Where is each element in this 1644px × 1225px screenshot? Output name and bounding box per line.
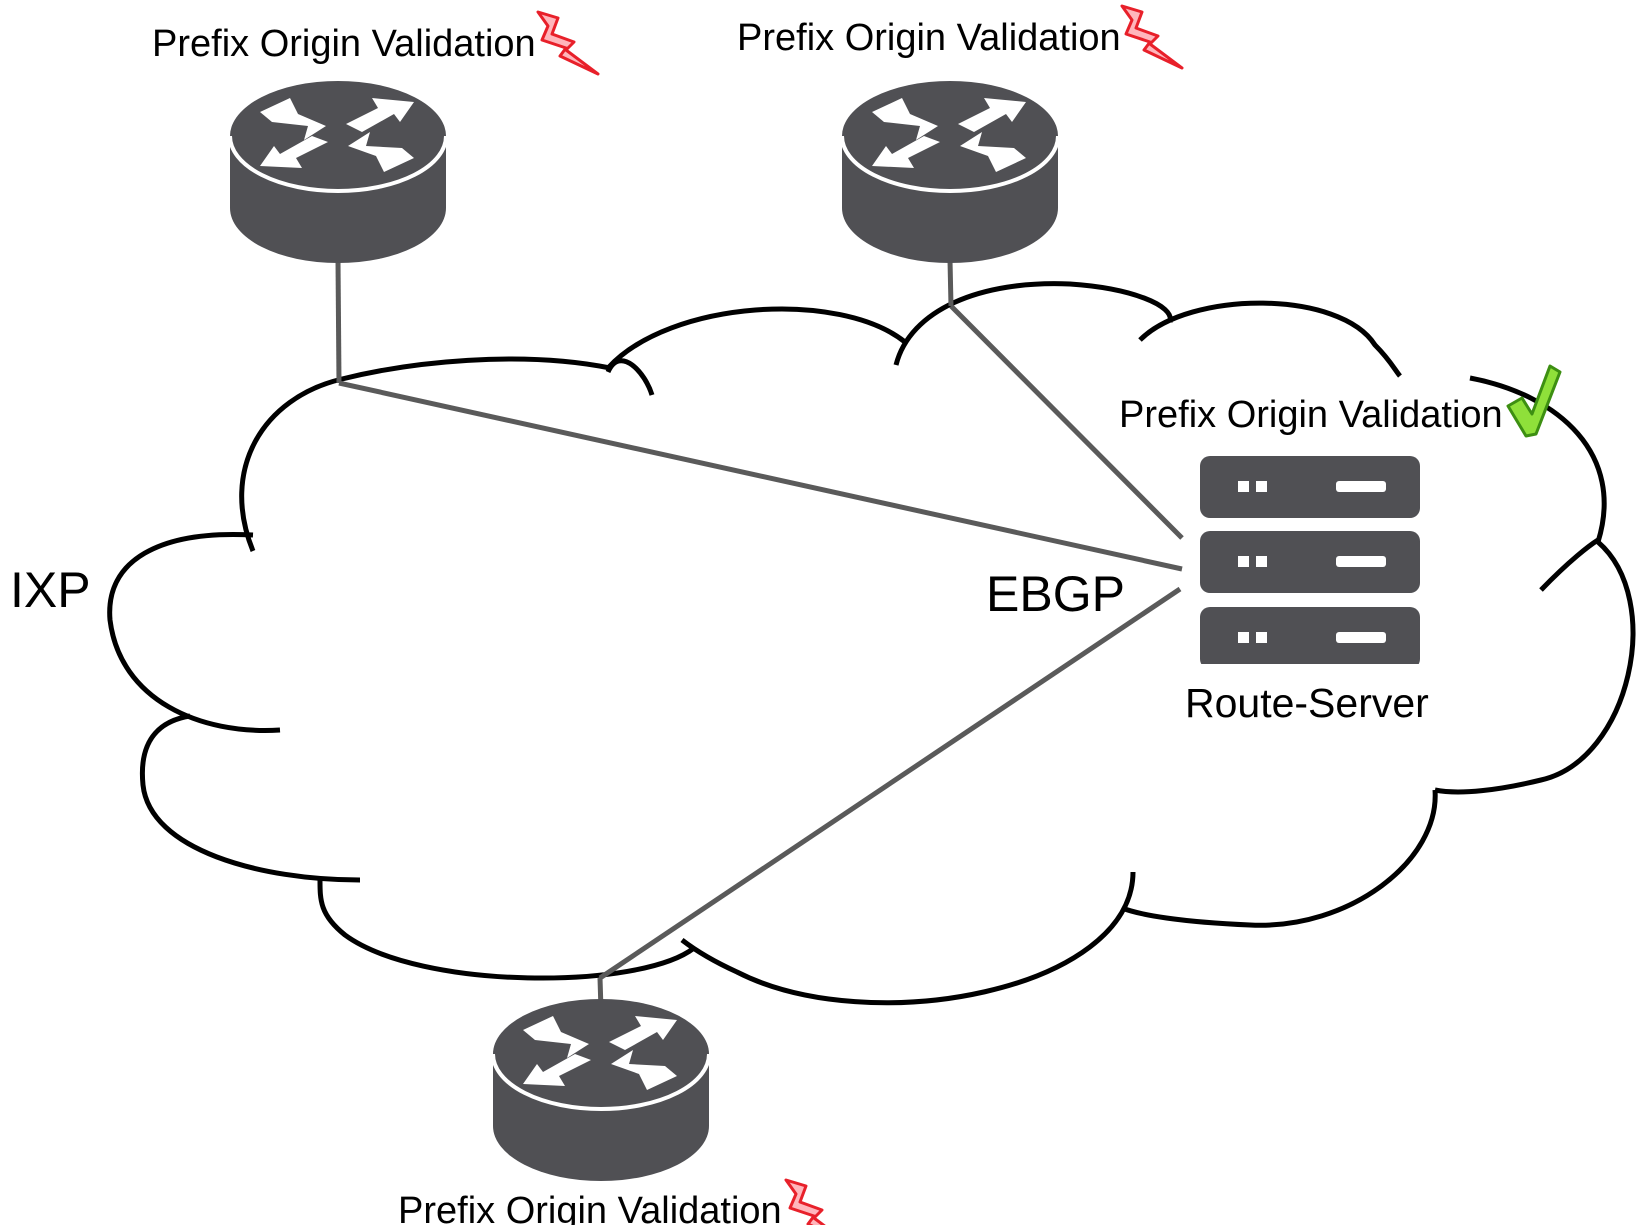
router-icon xyxy=(840,79,1060,265)
route-server-validation-label: Prefix Origin Validation xyxy=(1119,394,1503,436)
server-icon xyxy=(1200,456,1420,664)
lightning-icon xyxy=(784,1178,848,1225)
lightning-icon xyxy=(1120,4,1184,70)
lightning-icon xyxy=(536,10,600,76)
router-3: Prefix Origin Validation xyxy=(398,997,848,1225)
router-3-validation-label: Prefix Origin Validation xyxy=(398,1190,782,1225)
route-server-label: Route-Server xyxy=(1185,680,1429,726)
router-1: Prefix Origin Validation xyxy=(152,10,600,265)
links xyxy=(335,259,1184,1011)
link-router-1-drop xyxy=(335,259,342,384)
ebgp-label: EBGP xyxy=(986,566,1125,622)
link-router-3-to-route-server xyxy=(598,586,1182,981)
route-server: Route-Server Prefix Origin Validation xyxy=(1119,364,1562,726)
router-1-validation-label: Prefix Origin Validation xyxy=(152,23,536,65)
router-icon xyxy=(228,79,448,265)
link-router-1-to-route-server xyxy=(338,380,1183,572)
router-2: Prefix Origin Validation xyxy=(737,4,1184,265)
ixp-cloud xyxy=(107,281,1636,1006)
link-router-2-drop xyxy=(947,259,954,307)
ixp-label: IXP xyxy=(10,562,91,618)
link-router-2-to-route-server xyxy=(949,304,1184,540)
router-2-validation-label: Prefix Origin Validation xyxy=(737,17,1121,59)
checkmark-icon xyxy=(1506,364,1562,438)
router-icon xyxy=(491,997,711,1183)
